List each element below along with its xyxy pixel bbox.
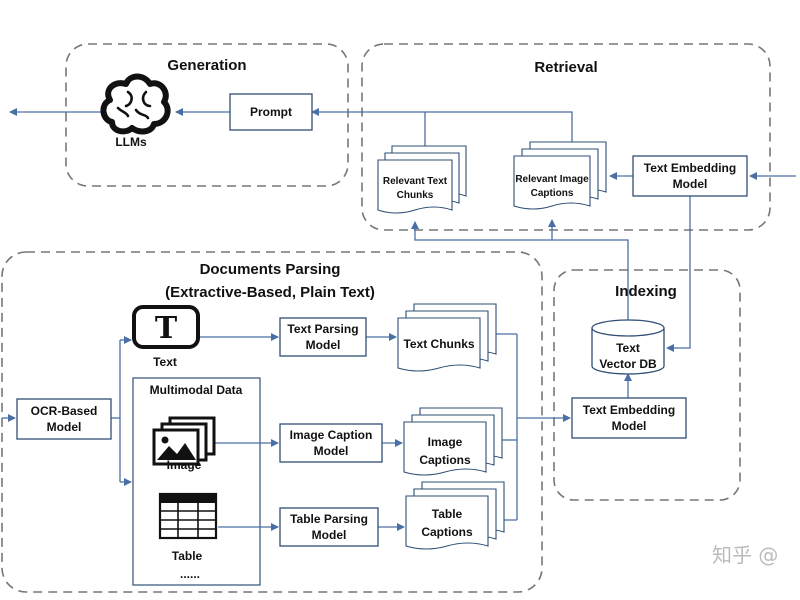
parsing-title: Documents Parsing — [200, 261, 341, 278]
retrieval-text-embedding-model-box[interactable]: Text Embedding Model — [632, 155, 748, 197]
vector-db-label-1: Text — [616, 341, 640, 355]
index-embedding-label-1: Text Embedding — [583, 403, 675, 417]
image-captions-label-2: Captions — [419, 453, 471, 467]
text-parsing-label-1: Text Parsing — [287, 322, 358, 336]
text-parsing-model-box[interactable]: Text Parsing Model — [279, 317, 367, 357]
image-caption-model-box[interactable]: Image Caption Model — [279, 423, 383, 463]
text-parsing-label-2: Model — [306, 338, 341, 352]
table-captions-label-1: Table — [432, 507, 463, 521]
image-caption-model-label-2: Model — [314, 444, 349, 458]
relevant-text-chunks-label-1: Relevant Text — [383, 176, 448, 187]
prompt-box[interactable]: Prompt — [229, 93, 313, 131]
retrieval-title: Retrieval — [534, 59, 597, 76]
index-text-embedding-model-box[interactable]: Text Embedding Model — [571, 397, 687, 439]
text-t-icon: T — [132, 305, 200, 349]
multimodal-data-title: Multimodal Data — [150, 383, 243, 397]
index-embedding-label-2: Model — [612, 419, 647, 433]
table-parsing-label-2: Model — [312, 528, 347, 542]
watermark: 知乎 @ — [712, 543, 778, 567]
parsing-section — [1, 251, 543, 593]
table-parsing-model-box[interactable]: Table Parsing Model — [279, 507, 379, 547]
more-data-ellipsis: ...... — [180, 567, 200, 581]
llms-label: LLMs — [115, 135, 147, 149]
arrow-text-chunks-to-prompt — [311, 108, 426, 148]
prompt-label: Prompt — [250, 105, 292, 119]
image-captions-label-1: Image — [428, 435, 463, 449]
generation-section — [65, 43, 349, 187]
relevant-image-captions-label-1: Relevant Image — [515, 174, 589, 185]
ocr-based-model-box[interactable]: OCR-Based Model — [16, 398, 112, 440]
line-image-captions-to-prompt — [425, 111, 573, 145]
image-caption-model-label-1: Image Caption — [290, 428, 373, 442]
database-icon — [591, 319, 665, 375]
text-t-icon-letter: T — [155, 311, 178, 346]
arrow-vector-db-to-text-chunks — [411, 221, 629, 322]
multimodal-data-box — [132, 377, 261, 586]
relevant-image-captions-label-2: Captions — [531, 188, 574, 199]
table-icon — [158, 492, 218, 540]
text-chunks-stack — [397, 303, 497, 372]
table-label: Table — [172, 549, 203, 563]
vector-db-label-2: Vector DB — [599, 357, 657, 371]
brain-icon — [100, 73, 171, 135]
table-captions-stack — [405, 481, 505, 550]
parsing-subtitle: (Extractive-Based, Plain Text) — [165, 284, 375, 301]
image-captions-stack — [403, 407, 503, 476]
text-chunks-label: Text Chunks — [403, 337, 474, 351]
text-label: Text — [153, 355, 177, 369]
relevant-text-chunks-label-2: Chunks — [397, 190, 434, 201]
arrow-embedding-to-vector-db — [666, 196, 691, 352]
relevant-image-captions-stack — [513, 141, 607, 210]
retrieval-embedding-label-1: Text Embedding — [644, 161, 736, 175]
brain-folds — [116, 90, 152, 120]
ocr-label-1: OCR-Based — [31, 404, 98, 418]
relevant-text-chunks-stack — [377, 145, 467, 214]
image-stack-icon — [152, 416, 216, 466]
ocr-label-2: Model — [47, 420, 82, 434]
table-parsing-label-1: Table Parsing — [290, 512, 368, 526]
image-label: Image — [167, 458, 202, 472]
indexing-section — [553, 269, 741, 501]
table-captions-label-2: Captions — [421, 525, 473, 539]
retrieval-section — [361, 43, 771, 231]
generation-title: Generation — [167, 57, 246, 74]
indexing-title: Indexing — [615, 283, 677, 300]
retrieval-embedding-label-2: Model — [673, 177, 708, 191]
